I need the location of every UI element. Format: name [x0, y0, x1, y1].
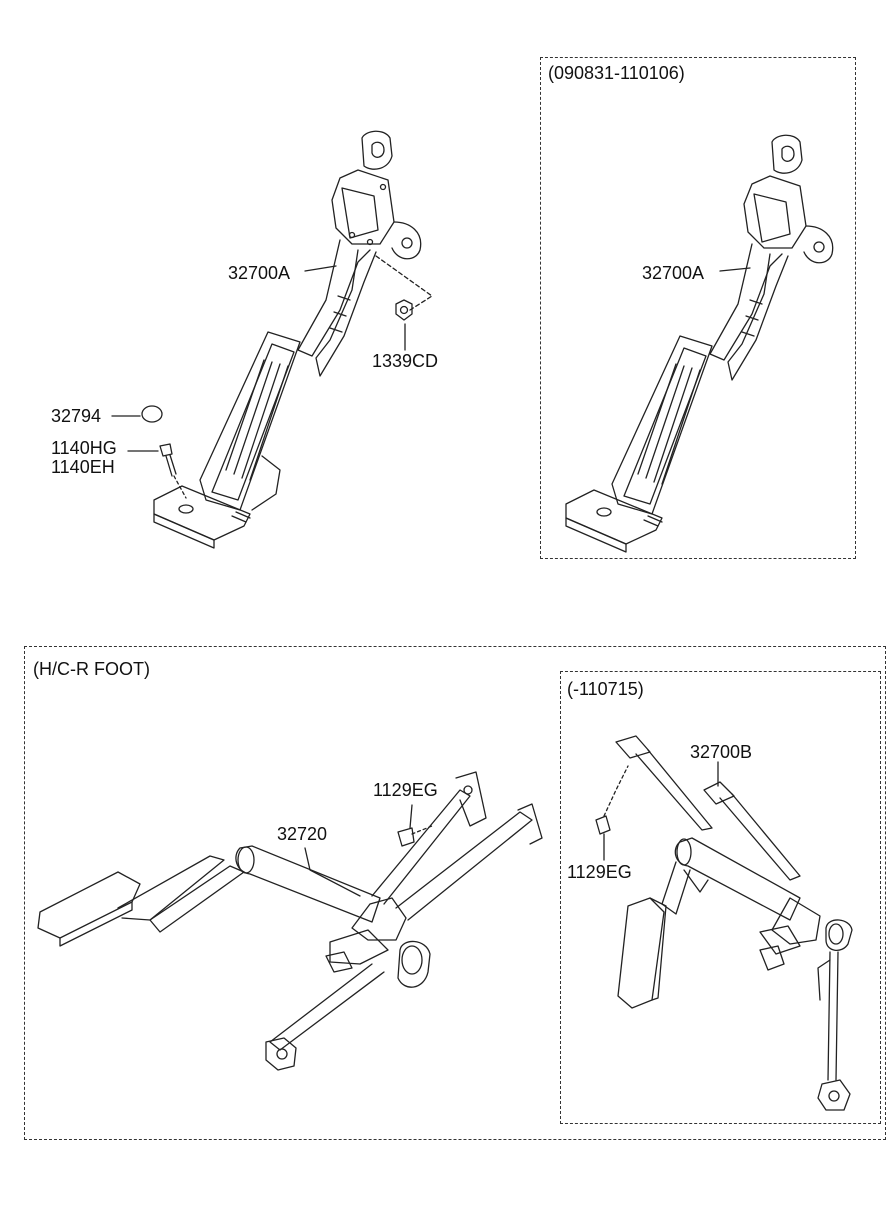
part-label-32700b: 32700B	[690, 742, 753, 762]
part-label-1140eh: 1140EH	[51, 457, 115, 477]
part-label-32700a-left: 32700A	[228, 263, 291, 283]
caption-hcr-foot: (H/C-R FOOT)	[33, 659, 150, 679]
part-label-32700a-right: 32700A	[642, 263, 705, 283]
pedal-assembly-32720	[38, 772, 542, 1070]
part-label-1129eg-left: 1129EG	[373, 780, 438, 800]
pedal-assembly-32700b	[596, 736, 852, 1110]
part-label-1129eg-right: 1129EG	[567, 862, 632, 882]
part-label-32794: 32794	[51, 406, 102, 426]
part-label-1339cd: 1339CD	[372, 351, 439, 371]
accelerator-pedal-32700a-right	[566, 135, 833, 552]
caption-until-110715: (-110715)	[567, 679, 644, 699]
accelerator-pedal-32700a-left	[112, 131, 432, 548]
variant-box-110715	[560, 671, 881, 1124]
part-label-32720: 32720	[277, 824, 328, 844]
caption-date-range: (090831-110106)	[548, 63, 685, 83]
part-label-1140hg: 1140HG	[51, 438, 117, 458]
variant-box-090831-110106	[540, 57, 856, 559]
